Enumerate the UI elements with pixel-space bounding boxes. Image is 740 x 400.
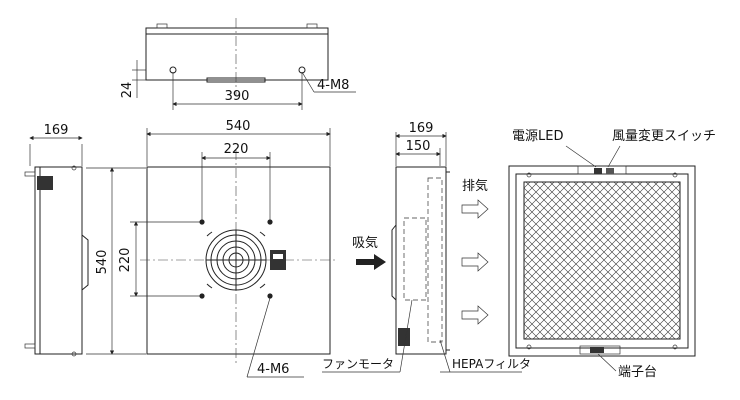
dim-24-text: 24 — [120, 82, 135, 99]
section-view: 169 150 排気 吸気 ファンモータ HEPAフィルタ — [322, 121, 531, 373]
dim-220v-text: 220 — [118, 248, 133, 273]
callout-fan-text: ファンモータ — [322, 357, 394, 371]
callout-switch-leader — [607, 145, 621, 168]
dim-150-text: 150 — [406, 139, 431, 154]
section-hepa-outline — [427, 177, 443, 343]
callout-led-leader — [565, 145, 597, 168]
rear-bottom-bar — [579, 345, 621, 355]
terminal-block — [590, 347, 604, 353]
callout-m6-leader — [246, 297, 271, 378]
hepa-filter-mesh — [523, 181, 681, 340]
intake-label: 吸気 — [352, 235, 378, 251]
section-inlet-hump — [391, 224, 397, 301]
callout-m8-text: 4-M8 — [317, 78, 349, 93]
front-view: 540 220 220 4-M6 — [118, 119, 338, 378]
rear-screw-tr — [672, 172, 678, 178]
callout-hepa-text: HEPAフィルタ — [452, 357, 531, 371]
terminal-label: 端子台 — [618, 365, 657, 380]
callout-hepa-leader — [439, 339, 451, 373]
front-hole-tr — [267, 219, 273, 225]
callout-m6-text: 4-M6 — [257, 362, 289, 377]
callout-terminal-leader — [597, 353, 617, 372]
power-led — [594, 168, 602, 174]
led-label: 電源LED — [512, 129, 563, 144]
side-flange-bottom — [24, 343, 36, 349]
top-flange-left — [156, 23, 168, 29]
front-hole-tl — [199, 219, 205, 225]
dim-540v-text: 540 — [95, 250, 110, 275]
dim-220h-text: 220 — [224, 142, 249, 157]
rear-screw-br — [672, 344, 678, 350]
side-foot-top — [71, 165, 77, 171]
dim-169a-text: 169 — [44, 123, 69, 138]
top-flange-right — [306, 23, 318, 29]
top-view-body — [145, 27, 329, 81]
exhaust-arrow-2 — [461, 252, 489, 272]
top-view: 24 390 4-M8 — [120, 18, 356, 110]
side-fan-hump — [81, 234, 89, 291]
rear-screw-bl — [526, 344, 532, 350]
front-hole-br — [267, 293, 273, 299]
exhaust-arrow-1 — [461, 199, 489, 219]
rear-view: 電源LED 風量変更スイッチ 端子台 — [508, 128, 716, 380]
intake-arrow — [356, 254, 386, 270]
airflow-switch — [606, 168, 614, 174]
side-foot-bottom — [71, 351, 77, 357]
section-body — [395, 166, 447, 355]
front-label-plate — [270, 250, 286, 270]
fan-guard — [205, 229, 267, 291]
dim-169b-text: 169 — [409, 121, 434, 136]
dim-390-text: 390 — [225, 89, 250, 104]
section-label-plate — [398, 328, 410, 346]
side-body — [34, 166, 83, 355]
side-flange-top — [24, 171, 36, 177]
callout-fan-leader — [399, 299, 413, 373]
front-label-window — [273, 254, 283, 259]
exhaust-label: 排気 — [462, 178, 488, 194]
top-fan-outlet — [206, 77, 266, 83]
rear-screw-tl — [526, 172, 532, 178]
side-label-plate — [37, 176, 53, 190]
front-hole-bl — [199, 293, 205, 299]
section-fan-motor-outline — [403, 217, 427, 301]
dim-540h-text: 540 — [226, 119, 251, 134]
side-view-left: 169 540 — [24, 123, 146, 357]
callout-m8-leader — [301, 71, 315, 93]
exhaust-arrow-3 — [461, 305, 489, 325]
switch-label: 風量変更スイッチ — [612, 128, 716, 144]
